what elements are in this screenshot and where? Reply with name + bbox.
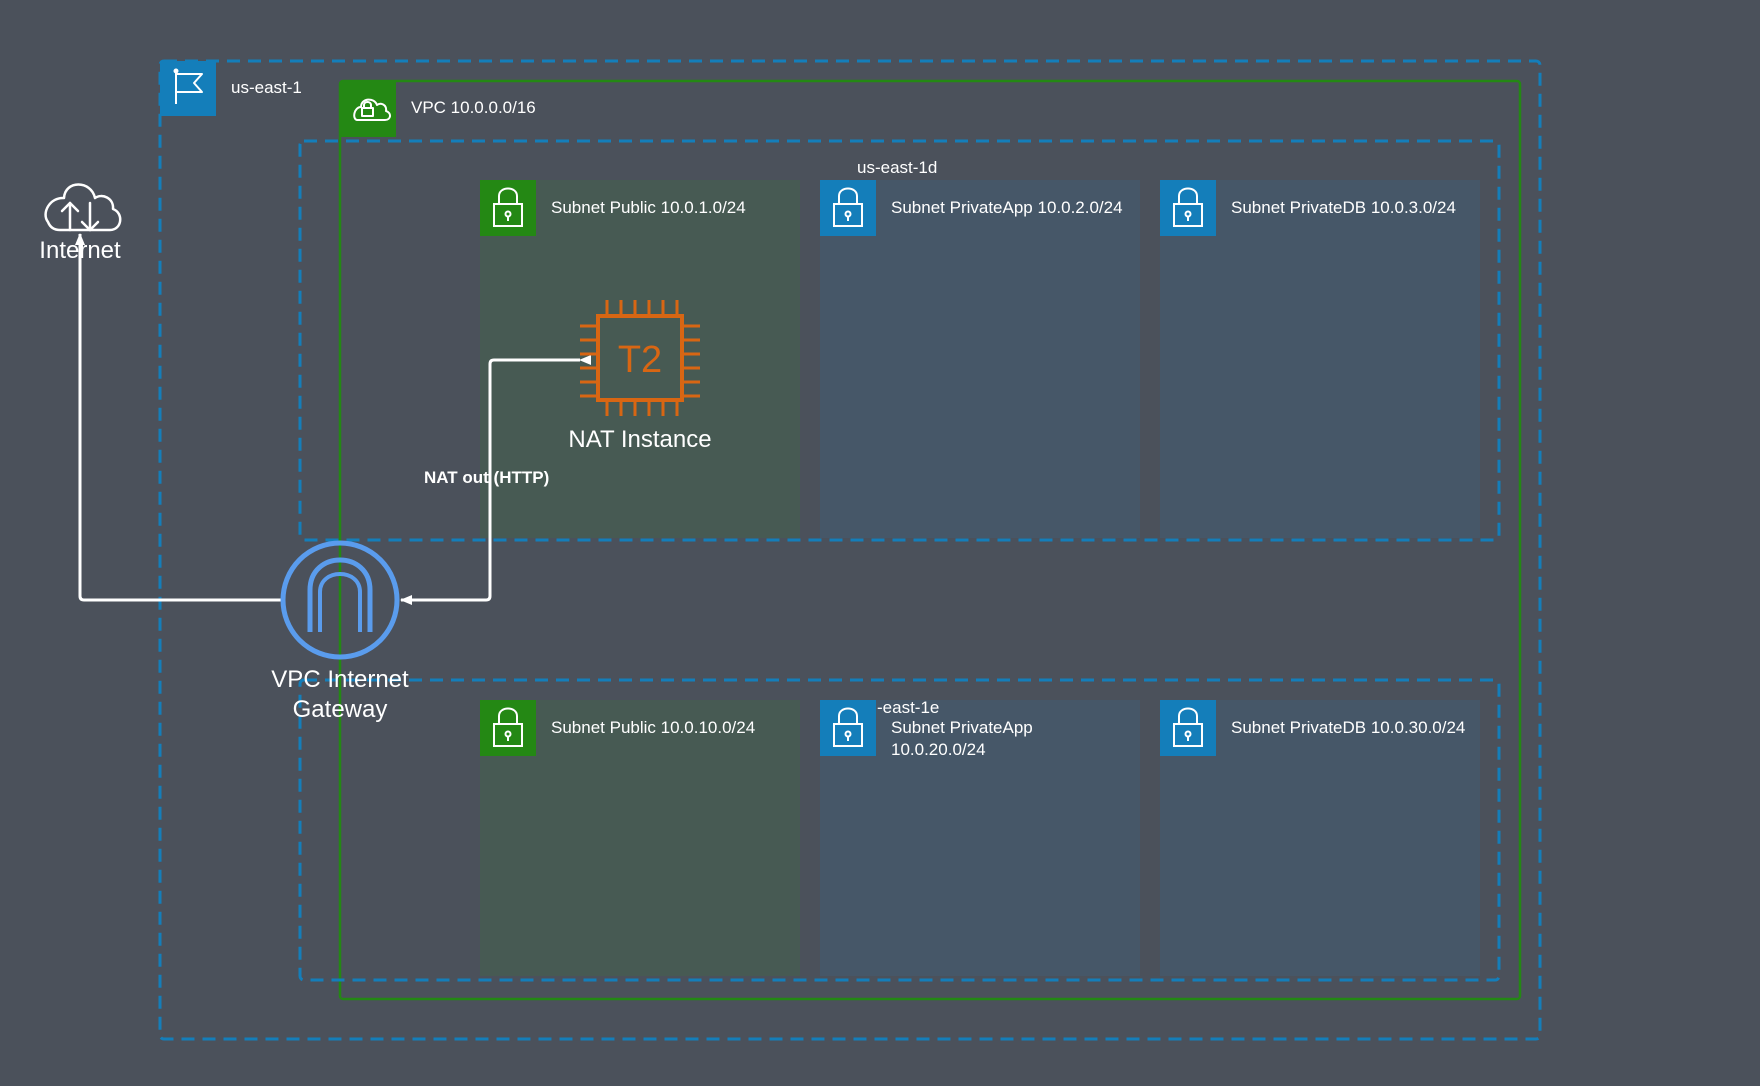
- gateway-label-line2: Gateway: [292, 696, 388, 723]
- vpc-label: VPC 10.0.0.0/16: [411, 98, 536, 117]
- subnet-privatedb-1d-badge: [1160, 180, 1216, 236]
- subnet-privatedb-1e-label: Subnet PrivateDB 10.0.30.0/24: [1231, 718, 1466, 737]
- region-label: us-east-1: [231, 78, 302, 97]
- region-badge: [160, 61, 216, 116]
- subnet-public-1d-label: Subnet Public 10.0.1.0/24: [551, 198, 746, 217]
- lock-icon: [833, 187, 863, 227]
- subnet-privatedb-1d-label: Subnet PrivateDB 10.0.3.0/24: [1231, 198, 1456, 217]
- lock-icon: [493, 707, 523, 747]
- subnet-privatedb-1e-badge: [1160, 700, 1216, 756]
- subnet-public-1d-badge: [480, 180, 536, 236]
- vpc-cloud-lock-icon: [353, 98, 391, 121]
- az-us-east-1e-boundary[interactable]: [298, 678, 1501, 982]
- subnet-privateapp-1d-badge: [820, 180, 876, 236]
- vpc-boundary[interactable]: [338, 79, 1522, 1001]
- nat-instance-label: NAT Instance: [568, 426, 712, 453]
- subnet-privateapp-1e-label: Subnet PrivateApp 10.0.20.0/24: [891, 717, 1033, 761]
- edge-gateway-to-internet[interactable]: [75, 233, 282, 602]
- gateway-label-line1: VPC Internet: [271, 666, 409, 693]
- subnet-public-1e-badge: [480, 700, 536, 756]
- ec2-t2-chip-icon[interactable]: [580, 300, 700, 416]
- lock-icon: [493, 187, 523, 227]
- internet-cloud-icon[interactable]: [44, 183, 122, 232]
- nat-chip-text: T2: [617, 339, 663, 381]
- lock-icon: [1173, 187, 1203, 227]
- subnet-privateapp-1e-label-line2: 10.0.20.0/24: [891, 740, 986, 759]
- region-flag-icon: [173, 68, 203, 104]
- subnet-privateapp-1e-badge: [820, 700, 876, 756]
- az-us-east-1d-label: us-east-1d: [857, 158, 938, 177]
- subnet-privateapp-1d-area[interactable]: [820, 180, 1140, 538]
- az-us-east-1d-boundary[interactable]: [298, 139, 1501, 542]
- subnet-public-1e-label: Subnet Public 10.0.10.0/24: [551, 718, 756, 737]
- subnet-privateapp-1d-label: Subnet PrivateApp 10.0.2.0/24: [891, 198, 1123, 217]
- edge-nat-out-http[interactable]: [400, 355, 591, 605]
- internet-label: Internet: [39, 237, 121, 264]
- lock-icon: [833, 707, 863, 747]
- gateway-label: VPC Internet Gateway: [240, 665, 440, 725]
- subnet-privateapp-1e-label-line1: Subnet PrivateApp: [891, 718, 1033, 737]
- subnet-privatedb-1d-area[interactable]: [1160, 180, 1480, 538]
- lock-icon: [1173, 707, 1203, 747]
- az-us-east-1e-label: -east-1e: [877, 698, 940, 717]
- edge-nat-out-label: NAT out (HTTP): [424, 468, 550, 487]
- internet-gateway-icon[interactable]: [280, 540, 400, 660]
